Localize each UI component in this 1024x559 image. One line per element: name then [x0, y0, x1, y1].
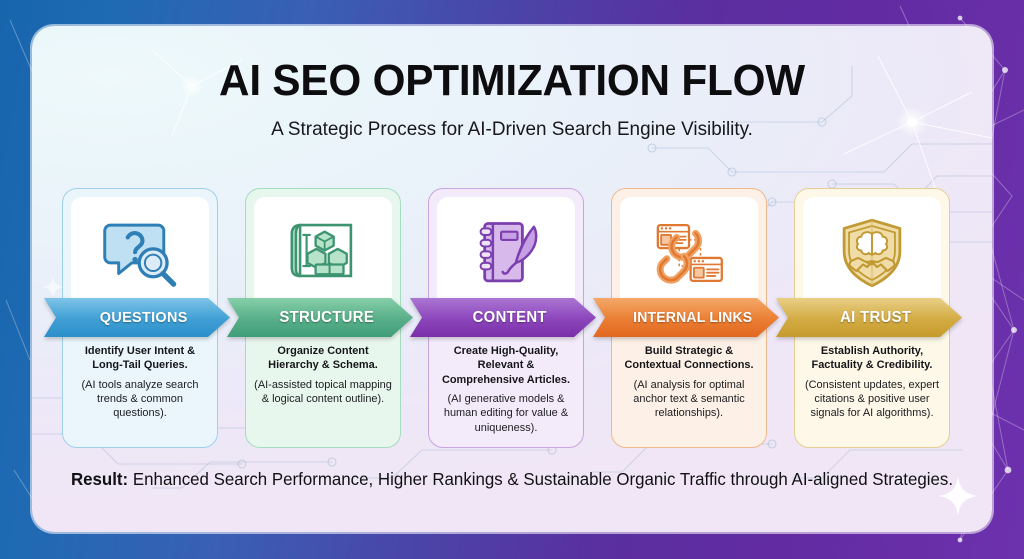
header: AI SEO OPTIMIZATION FLOW A Strategic Pro… — [32, 26, 992, 141]
step-banner[interactable]: CONTENT — [410, 298, 596, 337]
step-heading: Identify User Intent & Long-Tail Queries… — [84, 345, 196, 372]
icon-tile — [437, 197, 575, 309]
chain-links-icon — [656, 223, 723, 284]
result-text: Enhanced Search Performance, Higher Rank… — [132, 469, 954, 489]
step-detail: (AI tools analyze search trends & common… — [81, 378, 199, 420]
icon-tile — [71, 197, 209, 309]
step-banner-label: STRUCTURE — [279, 308, 375, 326]
step-column-structure[interactable]: STRUCTURE Organize Content Hierarchy & S… — [227, 188, 413, 448]
step-banner[interactable]: INTERNAL LINKS — [593, 298, 779, 337]
step-heading: Organize Content Hierarchy & Schema. — [268, 345, 378, 372]
step-detail: (AI analysis for optimal anchor text & s… — [633, 378, 745, 420]
question-search-icon — [103, 223, 177, 287]
step-body: Create High-Quality, Relevant & Comprehe… — [434, 344, 578, 435]
content-card: AI SEO OPTIMIZATION FLOW A Strategic Pro… — [32, 26, 992, 532]
step-column-questions[interactable]: QUESTIONS Identify User Intent & Long-Ta… — [44, 188, 230, 448]
page-title: AI SEO OPTIMIZATION FLOW — [219, 56, 805, 105]
steps-row: QUESTIONS Identify User Intent & Long-Ta… — [44, 188, 962, 448]
step-banner[interactable]: QUESTIONS — [44, 298, 230, 337]
step-body: Organize Content Hierarchy & Schema. (AI… — [251, 344, 395, 406]
step-banner-label: CONTENT — [472, 308, 547, 326]
step-heading: Establish Authority, Factuality & Credib… — [811, 345, 933, 372]
step-banner-label: AI TRUST — [840, 308, 912, 326]
icon-tile — [803, 197, 941, 309]
step-detail: (AI-assisted topical mapping & logical c… — [254, 378, 392, 406]
step-column-ai-trust[interactable]: AI TRUST Establish Authority, Factuality… — [776, 188, 962, 448]
blueprint-blocks-icon — [290, 223, 353, 278]
page-subtitle: A Strategic Process for AI-Driven Search… — [271, 118, 753, 140]
step-body: Establish Authority, Factuality & Credib… — [800, 344, 944, 421]
step-banner[interactable]: AI TRUST — [776, 298, 962, 337]
step-body: Identify User Intent & Long-Tail Queries… — [68, 344, 212, 421]
sparkle-icon — [42, 276, 64, 298]
step-banner-label: INTERNAL LINKS — [633, 309, 753, 326]
result-footer: Result: Enhanced Search Performance, Hig… — [49, 469, 975, 490]
step-heading: Create High-Quality, Relevant & Comprehe… — [441, 345, 571, 386]
step-column-content[interactable]: CONTENT Create High-Quality, Relevant & … — [410, 188, 596, 448]
step-body: Build Strategic & Contextual Connections… — [617, 344, 761, 421]
notebook-quill-icon — [479, 222, 538, 283]
step-heading: Build Strategic & Contextual Connections… — [624, 345, 754, 372]
shield-brain-handshake-icon — [842, 218, 902, 288]
step-detail: (AI generative models & human editing fo… — [443, 393, 569, 434]
step-detail: (Consistent updates, expert citations & … — [804, 378, 940, 420]
icon-tile — [620, 197, 758, 309]
icon-tile — [254, 197, 392, 309]
result-label: Result: — [70, 469, 129, 489]
step-banner[interactable]: STRUCTURE — [227, 298, 413, 337]
step-column-internal-links[interactable]: INTERNAL LINKS Build Strategic & Context… — [593, 188, 779, 448]
step-banner-label: QUESTIONS — [99, 309, 188, 326]
